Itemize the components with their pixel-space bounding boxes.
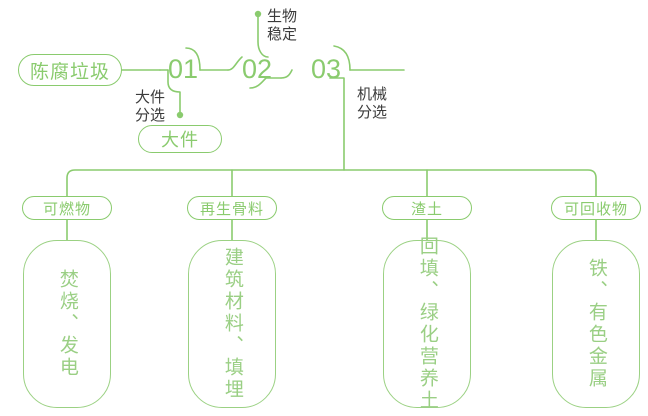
output-use-box-recyclables-text: 铁、有色金属	[585, 258, 607, 390]
output-use-box-recycled-aggregate-text: 建筑材料、填埋	[221, 247, 243, 401]
source-pill-label: 陈腐垃圾	[29, 61, 110, 83]
dot-bio-stable	[254, 10, 262, 18]
output-use-box-combustible-text: 焚烧、发电	[56, 269, 78, 379]
output-pill-combustible-label: 可燃物	[42, 200, 91, 218]
annotation-bulky-sorting-line1: 大件	[135, 89, 166, 106]
distribution-bar	[66, 169, 597, 197]
annotation-mechanical-sorting: 机械 分选	[357, 86, 387, 121]
output-pill-combustible[interactable]: 可燃物	[22, 196, 112, 220]
output-use-box-recycled-aggregate[interactable]: 建筑材料、填埋	[188, 240, 276, 408]
intermediate-output-pill[interactable]: 大件	[138, 125, 222, 153]
output-pill-slag-soil-label: 渣土	[410, 200, 443, 218]
annotation-bio-stabilization-line1: 生物	[267, 8, 298, 25]
annotation-bio-stabilization-line2: 稳定	[267, 25, 298, 43]
annotation-mechanical-sorting-line1: 机械	[357, 86, 388, 103]
annotation-bulky-sorting: 大件 分选	[135, 89, 165, 124]
stage-number-03[interactable]: 03	[311, 56, 341, 83]
annotation-bio-stabilization: 生物 稳定	[267, 8, 297, 43]
output-pill-recyclables-label: 可回收物	[563, 200, 628, 218]
arc-02-topleft	[227, 56, 243, 71]
intermediate-output-pill-label: 大件	[161, 130, 199, 150]
output-pill-recycled-aggregate-label: 再生骨料	[199, 200, 264, 218]
output-use-box-combustible[interactable]: 焚烧、发电	[23, 240, 111, 408]
arc-03-left	[280, 69, 293, 79]
output-use-box-slag-soil[interactable]: 回填、绿化营养土	[383, 236, 471, 412]
stage-number-02-label: 02	[242, 54, 273, 84]
trunk-vertical	[329, 77, 345, 171]
output-pill-recyclables[interactable]: 可回收物	[551, 196, 641, 220]
dot-bulky	[176, 111, 184, 119]
stage-number-03-label: 03	[311, 54, 342, 84]
annotation-mechanical-sorting-line2: 分选	[357, 103, 388, 121]
output-use-box-slag-soil-text: 回填、绿化营养土	[416, 236, 438, 412]
output-use-box-recyclables[interactable]: 铁、有色金属	[552, 240, 640, 408]
annotation-bulky-sorting-line2: 分选	[135, 106, 166, 124]
output-pill-recycled-aggregate[interactable]: 再生骨料	[187, 196, 277, 220]
stage-number-02[interactable]: 02	[242, 56, 272, 83]
stage-number-01-label: 01	[168, 54, 199, 84]
stage-number-01[interactable]: 01	[168, 56, 198, 83]
output-pill-slag-soil[interactable]: 渣土	[382, 196, 472, 220]
source-pill[interactable]: 陈腐垃圾	[18, 54, 122, 86]
